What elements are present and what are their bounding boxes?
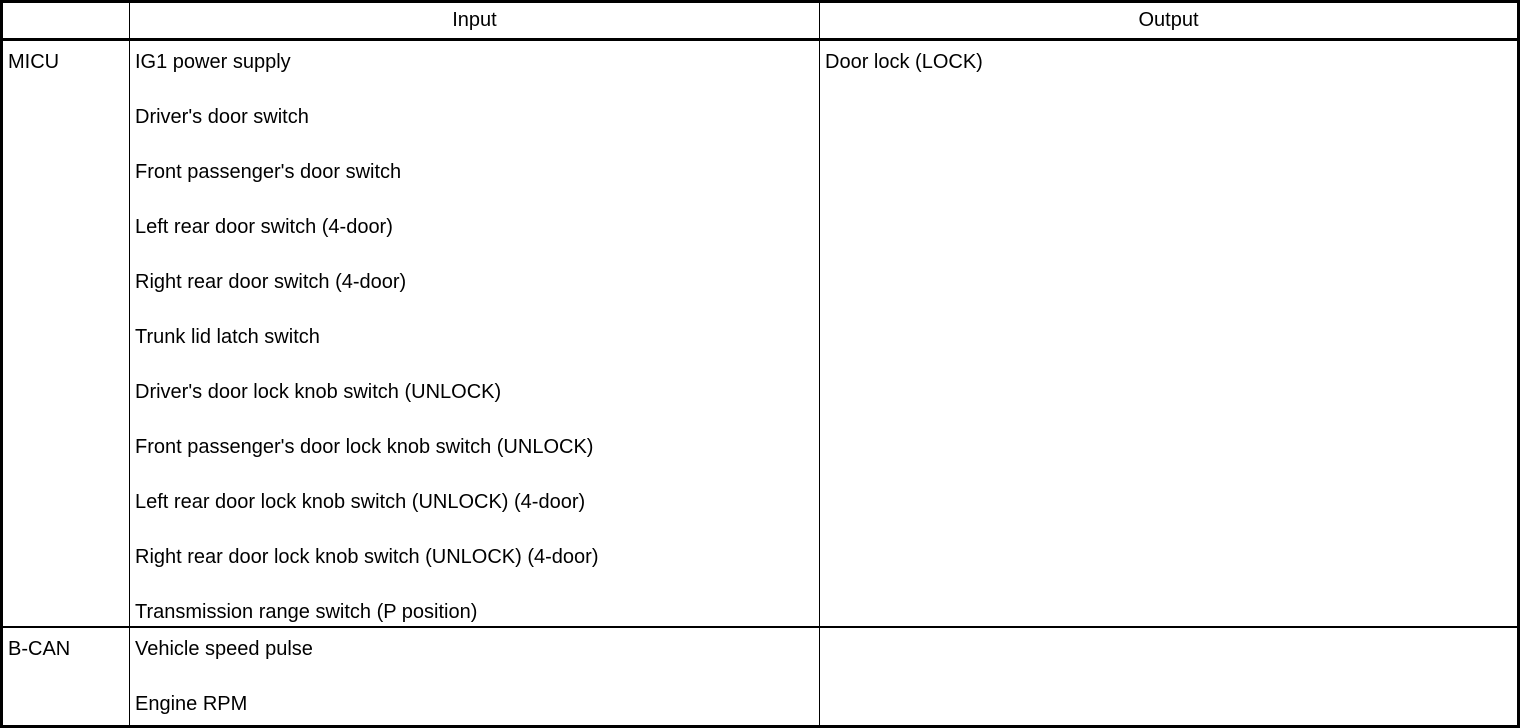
input-item: Left rear door lock knob switch (UNLOCK)…: [135, 491, 586, 513]
table-row-bcan: B-CAN Vehicle speed pulse Engine RPM: [1, 626, 1519, 727]
input-item: Driver's door switch: [135, 106, 309, 128]
micu-inputs-cell: IG1 power supply Driver's door switch Fr…: [129, 39, 820, 628]
source-label-bcan: B-CAN: [8, 638, 71, 660]
source-label-micu: MICU: [8, 51, 60, 73]
micu-source-cell: MICU: [1, 39, 130, 628]
input-item: Right rear door switch (4-door): [135, 271, 407, 293]
input-item: Trunk lid latch switch: [135, 326, 320, 348]
input-item: Vehicle speed pulse: [135, 638, 313, 660]
input-item: Front passenger's door switch: [135, 161, 402, 183]
input-item: Engine RPM: [135, 693, 248, 715]
input-item: Transmission range switch (P position): [135, 601, 478, 623]
input-item: Left rear door switch (4-door): [135, 216, 393, 238]
table-row-micu: MICU IG1 power supply Driver's door swit…: [1, 39, 1519, 628]
bcan-source-cell: B-CAN: [1, 626, 130, 727]
input-item: Right rear door lock knob switch (UNLOCK…: [135, 546, 599, 568]
input-item: Front passenger's door lock knob switch …: [135, 436, 594, 458]
header-output-cell: Output: [819, 1, 1519, 41]
input-item: IG1 power supply: [135, 51, 291, 73]
header-input-cell: Input: [129, 1, 820, 41]
micu-outputs-cell: Door lock (LOCK): [819, 39, 1519, 628]
table-header-row: Input Output: [1, 1, 1519, 41]
output-item: Door lock (LOCK): [825, 51, 983, 73]
input-item: Driver's door lock knob switch (UNLOCK): [135, 381, 502, 403]
bcan-inputs-cell: Vehicle speed pulse Engine RPM: [129, 626, 820, 727]
header-source-cell: [1, 1, 130, 41]
bcan-outputs-cell: [819, 626, 1519, 727]
